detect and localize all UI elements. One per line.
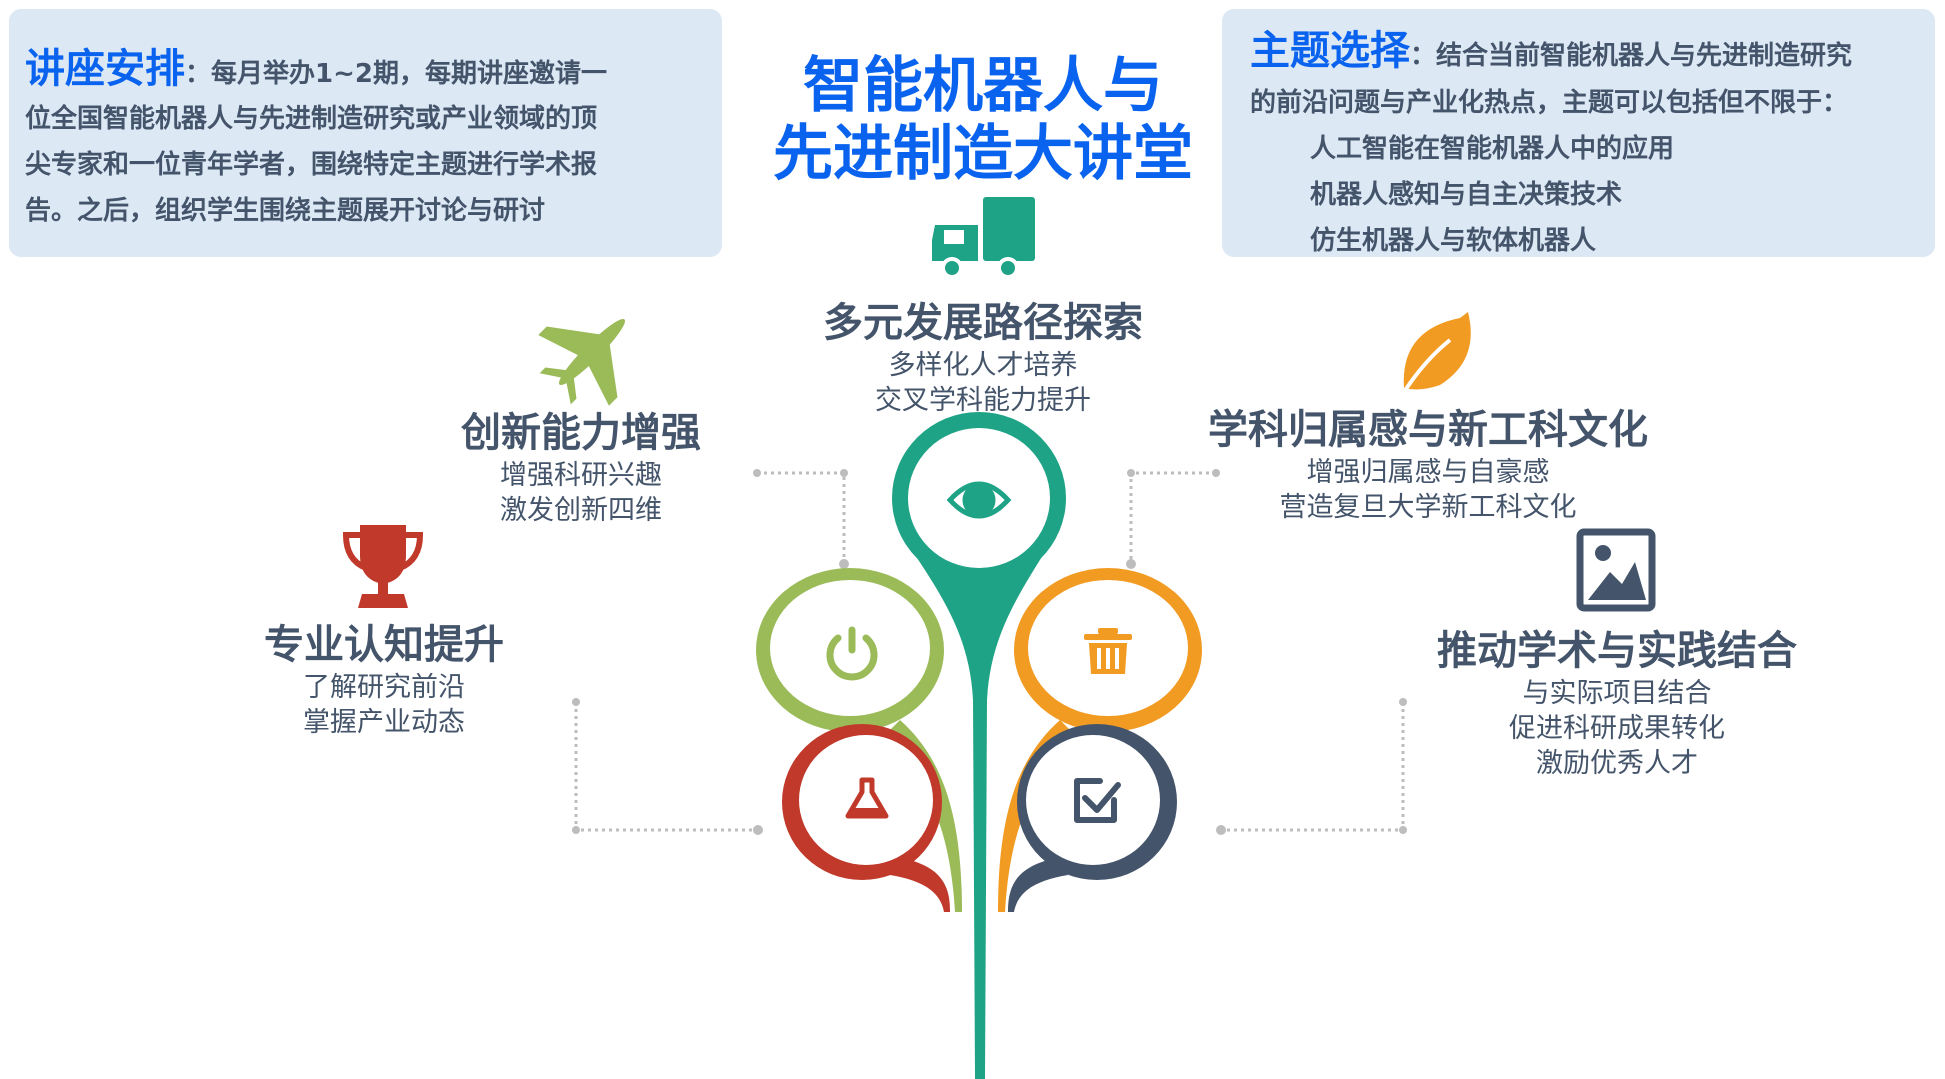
item-title: 创新能力增强 xyxy=(461,410,701,456)
left-box-line-1: 讲座安排：每月举办1~2期，每期讲座邀请一 xyxy=(25,36,607,94)
right-box-line-2: 的前沿问题与产业化热点，主题可以包括但不限于： xyxy=(1250,88,1849,118)
left-box-line-2: 位全国智能机器人与先进制造研究或产业领域的顶 xyxy=(25,104,598,134)
red-petal xyxy=(782,724,950,912)
item-professional-cognition: 专业认知提升 了解研究前沿 掌握产业动态 xyxy=(264,612,504,740)
item-academic-practice: 推动学术与实践结合 与实际项目结合 促进科研成果转化 激励优秀人才 xyxy=(1437,618,1797,781)
topic-item: 人工智能在智能机器人中的应用 xyxy=(1310,134,1675,164)
plane-icon xyxy=(538,318,626,406)
left-box-heading: 讲座安排 xyxy=(25,46,185,92)
item-sub: 了解研究前沿 xyxy=(303,672,465,703)
item-sub: 多样化人才培养 xyxy=(888,350,1078,381)
topic-item: 仿生机器人与软体机器人 xyxy=(1310,226,1597,256)
item-sub: 与实际项目结合 xyxy=(1522,678,1712,709)
item-sub: 营造复旦大学新工科文化 xyxy=(1279,492,1577,523)
item-sub: 增强科研兴趣 xyxy=(500,460,662,491)
item-title: 推动学术与实践结合 xyxy=(1437,628,1797,674)
item-title: 学科归属感与新工科文化 xyxy=(1208,407,1648,453)
right-box-text: ：结合当前智能机器人与先进制造研究 xyxy=(1410,41,1853,71)
right-box-line-1: 主题选择：结合当前智能机器人与先进制造研究 xyxy=(1250,18,1852,76)
right-box-heading: 主题选择 xyxy=(1250,28,1410,74)
item-title: 专业认知提升 xyxy=(264,622,504,668)
checkbox-icon xyxy=(1074,778,1121,823)
power-icon xyxy=(826,626,878,681)
flask-icon xyxy=(845,777,889,819)
trophy-icon xyxy=(342,525,424,608)
item-sub: 激励优秀人才 xyxy=(1536,748,1698,779)
item-title: 多元发展路径探索 xyxy=(823,300,1143,346)
topic-selection-box xyxy=(1222,9,1935,257)
topic-item: 机器人感知与自主决策技术 xyxy=(1310,180,1623,210)
item-sub: 掌握产业动态 xyxy=(303,707,465,738)
truck-icon xyxy=(932,197,1035,279)
left-box-line-3: 尖专家和一位青年学者，围绕特定主题进行学术报 xyxy=(25,150,598,180)
item-sub: 激发创新四维 xyxy=(500,495,662,526)
item-sub: 增强归属感与自豪感 xyxy=(1306,457,1550,488)
trash-icon xyxy=(1084,628,1132,674)
image-icon xyxy=(1576,528,1656,612)
left-box-line-4: 告。之后，组织学生围绕主题展开讨论与研讨 xyxy=(25,196,546,226)
title-line-2: 先进制造大讲堂 xyxy=(773,119,1193,189)
leaf-icon xyxy=(1402,312,1471,394)
item-innovation: 创新能力增强 增强科研兴趣 激发创新四维 xyxy=(461,400,701,528)
item-belonging-culture: 学科归属感与新工科文化 增强归属感与自豪感 营造复旦大学新工科文化 xyxy=(1208,397,1648,525)
eye-icon xyxy=(946,481,1012,519)
lecture-arrangement-box xyxy=(9,9,722,257)
left-box-text: ：每月举办1~2期，每期讲座邀请一 xyxy=(185,59,607,89)
title-line-1: 智能机器人与 xyxy=(803,51,1163,121)
item-sub: 交叉学科能力提升 xyxy=(875,385,1091,416)
item-sub: 促进科研成果转化 xyxy=(1509,713,1725,744)
slate-petal xyxy=(1008,724,1177,912)
item-diverse-paths: 多元发展路径探索 多样化人才培养 交叉学科能力提升 xyxy=(823,290,1143,418)
page-title: 智能机器人与先进制造大讲堂 xyxy=(773,52,1193,188)
